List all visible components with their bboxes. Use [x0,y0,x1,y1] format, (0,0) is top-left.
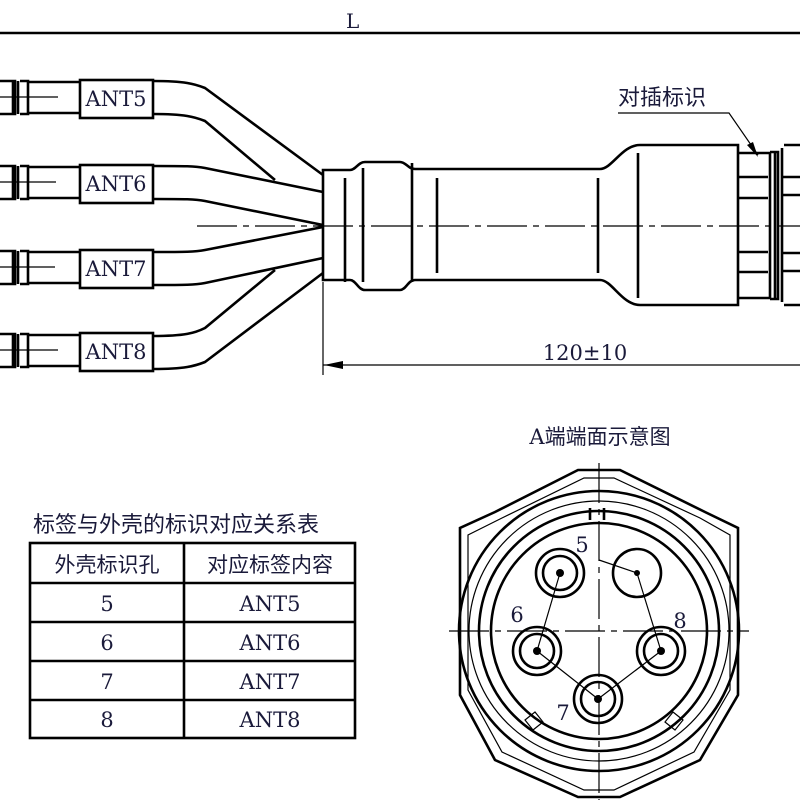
boot-length-label: 120±10 [543,341,627,365]
table-cell: 7 [100,670,113,694]
table-cell: ANT5 [239,592,301,616]
table-cell: 8 [100,708,113,732]
pin-5 [534,547,586,599]
table-cell: ANT7 [239,670,301,694]
table-cell: ANT6 [239,631,301,655]
branch-ant6: ANT6 [0,163,155,205]
label-sleeve [78,331,155,373]
cables [152,79,324,371]
table-header: 外壳标识孔 [55,553,160,577]
table-title: 标签与外壳的标识对应关系表 [33,513,319,538]
table-header: 对应标签内容 [207,553,333,577]
end-view-title: A端端面示意图 [528,425,670,449]
label-sleeve [78,78,155,120]
end-view-face: 5 6 7 8 [449,463,749,800]
length-label: L [346,9,359,33]
table-cell: ANT8 [239,708,301,732]
label-ant6: ANT6 [85,172,147,196]
table-cell: 5 [100,592,113,616]
pin-label-8: 8 [673,609,686,633]
label-ant7: ANT7 [85,257,147,281]
pin-label-5: 5 [575,533,588,557]
pin-7 [572,673,624,725]
label-sleeve [78,163,155,205]
connector-body [197,143,800,307]
mating-mark-leader [618,112,759,156]
label-sleeve [78,248,155,290]
label-ant8: ANT8 [85,340,147,364]
leader-arrow-icon [747,142,758,157]
dimension-arrow-icon [324,361,343,369]
mapping-table: 外壳标识孔 对应标签内容 5 ANT5 6 ANT6 7 ANT7 8 ANT8 [28,541,357,740]
label-ant5: ANT5 [85,87,147,111]
pin-label-6: 6 [510,603,523,627]
mating-mark-label: 对插标识 [618,86,706,111]
branch-ant8: ANT8 [0,331,155,373]
branch-ant5: ANT5 [0,78,155,120]
empty-cavity [611,547,663,599]
pin-8 [635,625,687,677]
pin-label-7: 7 [556,701,569,725]
branch-ant7: ANT7 [0,248,155,290]
table-cell: 6 [100,631,113,655]
pin-6 [511,625,563,677]
